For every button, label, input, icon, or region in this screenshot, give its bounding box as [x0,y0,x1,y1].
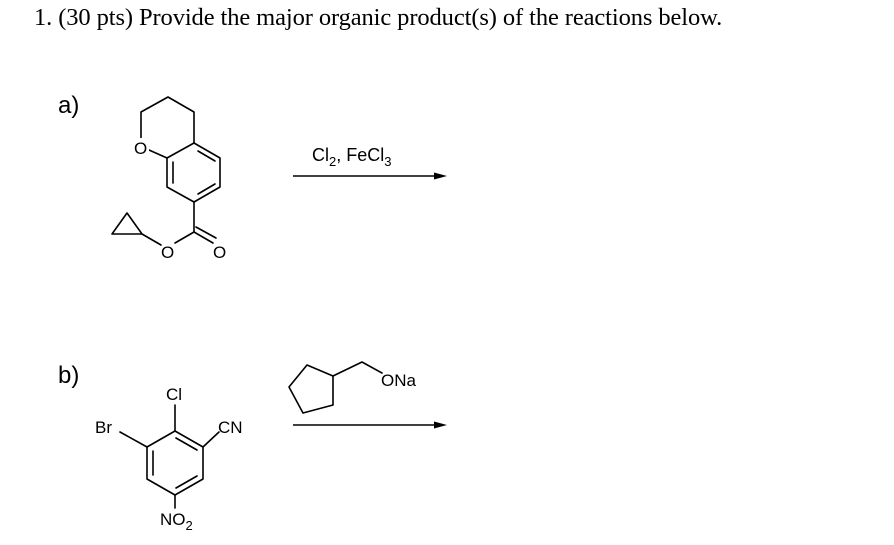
benzene-ring-b [146,430,204,496]
carbonyl-double-bond-2 [195,226,217,239]
reagent-a: Cl2, FeCl3 [312,145,391,169]
c-cn-bond [202,431,220,448]
aromatic-double-bond [197,150,216,162]
methylene-chain [332,361,383,377]
reaction-b-arrowhead [434,421,447,429]
reactant-b-structure: Cl Br CN NO2 [95,385,243,533]
nitro-label: NO2 [160,510,193,533]
o-aryl-bond [148,149,168,159]
ester-o-bond [174,231,195,244]
carbonyl-oxygen-label: O [213,243,226,262]
question-title: 1. (30 pts) Provide the major organic pr… [34,4,723,31]
ester-oxygen-label: O [161,243,174,262]
benzene-ring-a [166,142,221,203]
bromo-label: Br [95,418,112,437]
ring-oxygen-label: O [134,139,147,158]
carbonyl-double-bond [193,231,214,244]
cyclopropyl-ring [111,212,143,235]
c-br-bond [119,431,148,448]
part-a-label: a) [58,92,80,119]
cyclopentyl-ring [288,364,334,414]
ona-label: ONa [381,371,417,390]
cyclopropyl-o-bond [141,233,162,246]
cyano-label: CN [218,418,243,437]
aromatic-double-bond [175,475,198,489]
part-b-label: b) [58,362,80,389]
aromatic-double-bond [175,437,198,451]
reaction-a-arrowhead [434,172,447,180]
reagent-a-label: Cl2, FeCl3 [312,145,391,169]
reactant-a-structure: O O O [111,96,226,262]
reagent-b-structure: ONa [288,361,417,414]
chloro-label: Cl [166,385,182,404]
pyran-ring-bonds [140,96,195,144]
aromatic-double-bond [197,183,216,195]
